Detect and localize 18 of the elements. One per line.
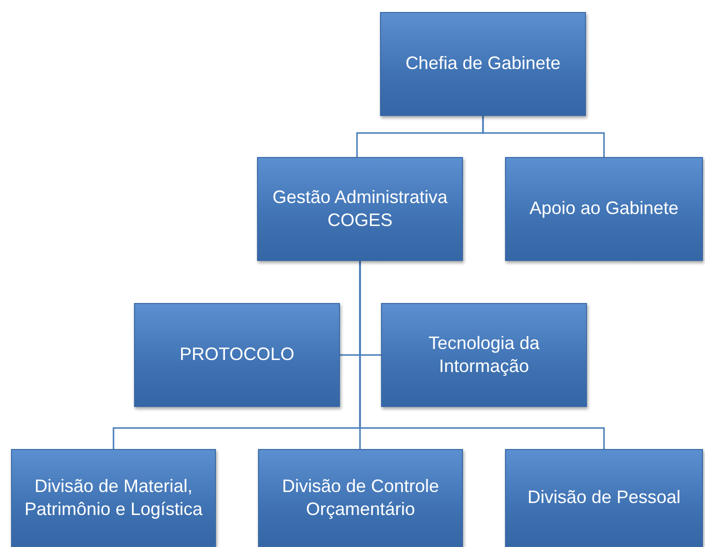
box-label: Chefia de Gabinete	[404, 52, 562, 76]
box-label: Gestão Administrativa COGES	[271, 186, 449, 232]
box-label: Divisão de Pessoal	[526, 486, 682, 510]
org-box	[134, 303, 340, 407]
org-box	[505, 157, 703, 261]
connector-line	[482, 116, 605, 157]
box-label: Divisão de Material, Patrimônio e Logística	[23, 474, 204, 521]
box-label: Divisão de Controle Orçamentário	[280, 474, 440, 521]
org-box	[380, 12, 586, 116]
box-label: Apoio ao Gabinete	[528, 197, 680, 220]
org-box	[257, 157, 463, 261]
box-label: PROTOCOLO	[178, 343, 296, 366]
org-box	[505, 449, 703, 547]
org-box	[381, 303, 587, 407]
org-box	[258, 449, 463, 547]
box-label: Tecnologia da Intormação	[427, 332, 541, 378]
connector-line	[359, 261, 605, 449]
org-box	[11, 449, 216, 547]
